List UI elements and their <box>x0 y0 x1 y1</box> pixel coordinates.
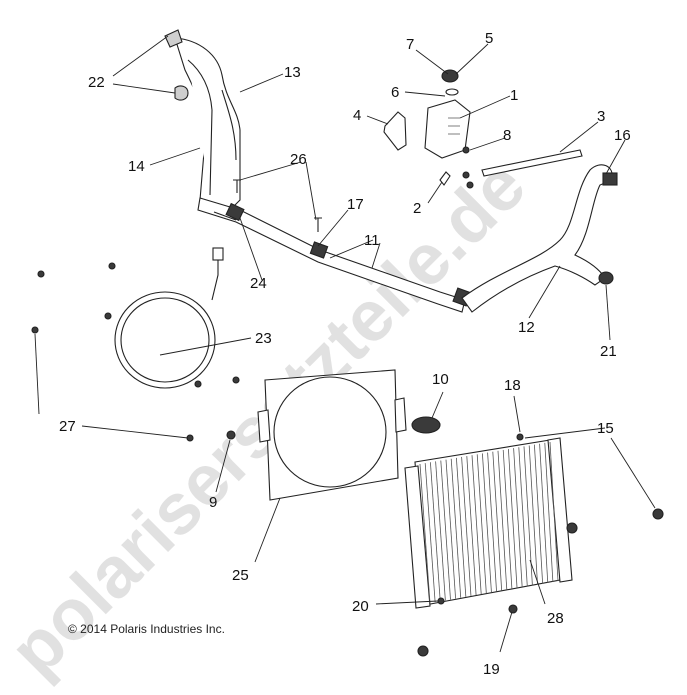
radiator-cap-10 <box>411 416 441 434</box>
fan-shroud-25 <box>257 369 407 501</box>
callout-8: 8 <box>503 127 511 144</box>
radiator-fin <box>476 454 487 594</box>
fastener-2 <box>439 171 474 189</box>
hose-clamp-16 <box>602 172 618 186</box>
gasket-6 <box>445 88 459 96</box>
callout-4: 4 <box>353 107 361 124</box>
hose-clamp-22-top <box>164 29 183 48</box>
screw-27 <box>31 262 240 442</box>
callout-2: 2 <box>413 200 421 217</box>
callout-labels: 1 2 3 4 5 6 7 8 9 10 11 12 13 14 15 16 1… <box>59 30 631 678</box>
callout-19: 19 <box>483 661 500 678</box>
hose-clamp-17 <box>309 241 329 259</box>
upper-hose-13-14 <box>174 37 241 213</box>
radiator-fin <box>424 463 436 603</box>
callout-24: 24 <box>250 275 267 292</box>
callout-6: 6 <box>391 84 399 101</box>
hose-clamp-21 <box>598 271 614 285</box>
radiator-fin <box>513 448 523 588</box>
callout-10: 10 <box>432 371 449 388</box>
fan-shroud-ring-23 <box>114 247 224 389</box>
callout-27: 27 <box>59 418 76 435</box>
radiator-fin <box>534 444 544 584</box>
callout-17: 17 <box>347 196 364 213</box>
callout-3: 3 <box>597 108 605 125</box>
coolant-tube-11 <box>197 197 466 313</box>
radiator-fin <box>539 443 549 583</box>
radiator-fin <box>492 451 503 591</box>
fastener-misc-2 <box>417 645 429 657</box>
copyright-text: © 2014 Polaris Industries Inc. <box>68 622 225 636</box>
fastener-8 <box>462 146 470 154</box>
fastener-19 <box>508 604 518 614</box>
callout-16: 16 <box>614 127 631 144</box>
drain-plug-20 <box>437 597 445 605</box>
callout-13: 13 <box>284 64 301 81</box>
radiator-core-fins <box>419 441 559 604</box>
radiator-fin <box>456 457 467 597</box>
radiator-fin <box>508 449 518 589</box>
callout-1: 1 <box>510 87 518 104</box>
radiator-fin <box>445 459 456 599</box>
radiator-fin <box>461 456 472 596</box>
callout-9: 9 <box>209 494 217 511</box>
callout-25: 25 <box>232 567 249 584</box>
callout-23: 23 <box>255 330 272 347</box>
fastener-misc <box>566 522 578 534</box>
callout-28: 28 <box>547 610 564 627</box>
radiator-fin <box>502 449 513 589</box>
radiator-fin <box>518 447 528 587</box>
radiator-fin <box>487 452 497 592</box>
radiator-fin <box>544 442 554 582</box>
radiator-fin <box>528 445 538 585</box>
radiator-fin <box>450 458 462 598</box>
callout-5: 5 <box>485 30 493 47</box>
callout-18: 18 <box>504 377 521 394</box>
radiator-fin <box>549 441 559 582</box>
fastener-15 <box>652 508 664 520</box>
radiator-28 <box>404 437 573 609</box>
callout-12: 12 <box>518 319 535 336</box>
radiator-fin <box>482 453 492 593</box>
overflow-tube-3 <box>481 149 583 177</box>
radiator-fin <box>430 462 441 602</box>
callout-21: 21 <box>600 343 617 360</box>
radiator-fin <box>440 460 451 600</box>
radiator-fin <box>497 450 508 590</box>
callout-15: 15 <box>597 420 614 437</box>
radiator-fin <box>466 456 477 596</box>
callout-14: 14 <box>128 158 145 175</box>
fastener-9 <box>226 430 236 440</box>
radiator-fin <box>471 455 482 595</box>
callout-7: 7 <box>406 36 414 53</box>
hose-clamp-24 <box>225 202 245 222</box>
radiator-fin <box>419 463 431 604</box>
reservoir-bracket-4 <box>383 111 407 151</box>
leader-lines <box>34 35 656 653</box>
hose-clamp-22-lower <box>174 85 189 101</box>
callout-11: 11 <box>364 232 380 249</box>
radiator-hose-12 <box>461 164 613 313</box>
radiator-fin <box>435 461 446 601</box>
callout-20: 20 <box>352 598 369 615</box>
callout-26: 26 <box>290 151 307 168</box>
callout-22: 22 <box>88 74 105 91</box>
fastener-18 <box>516 433 524 441</box>
